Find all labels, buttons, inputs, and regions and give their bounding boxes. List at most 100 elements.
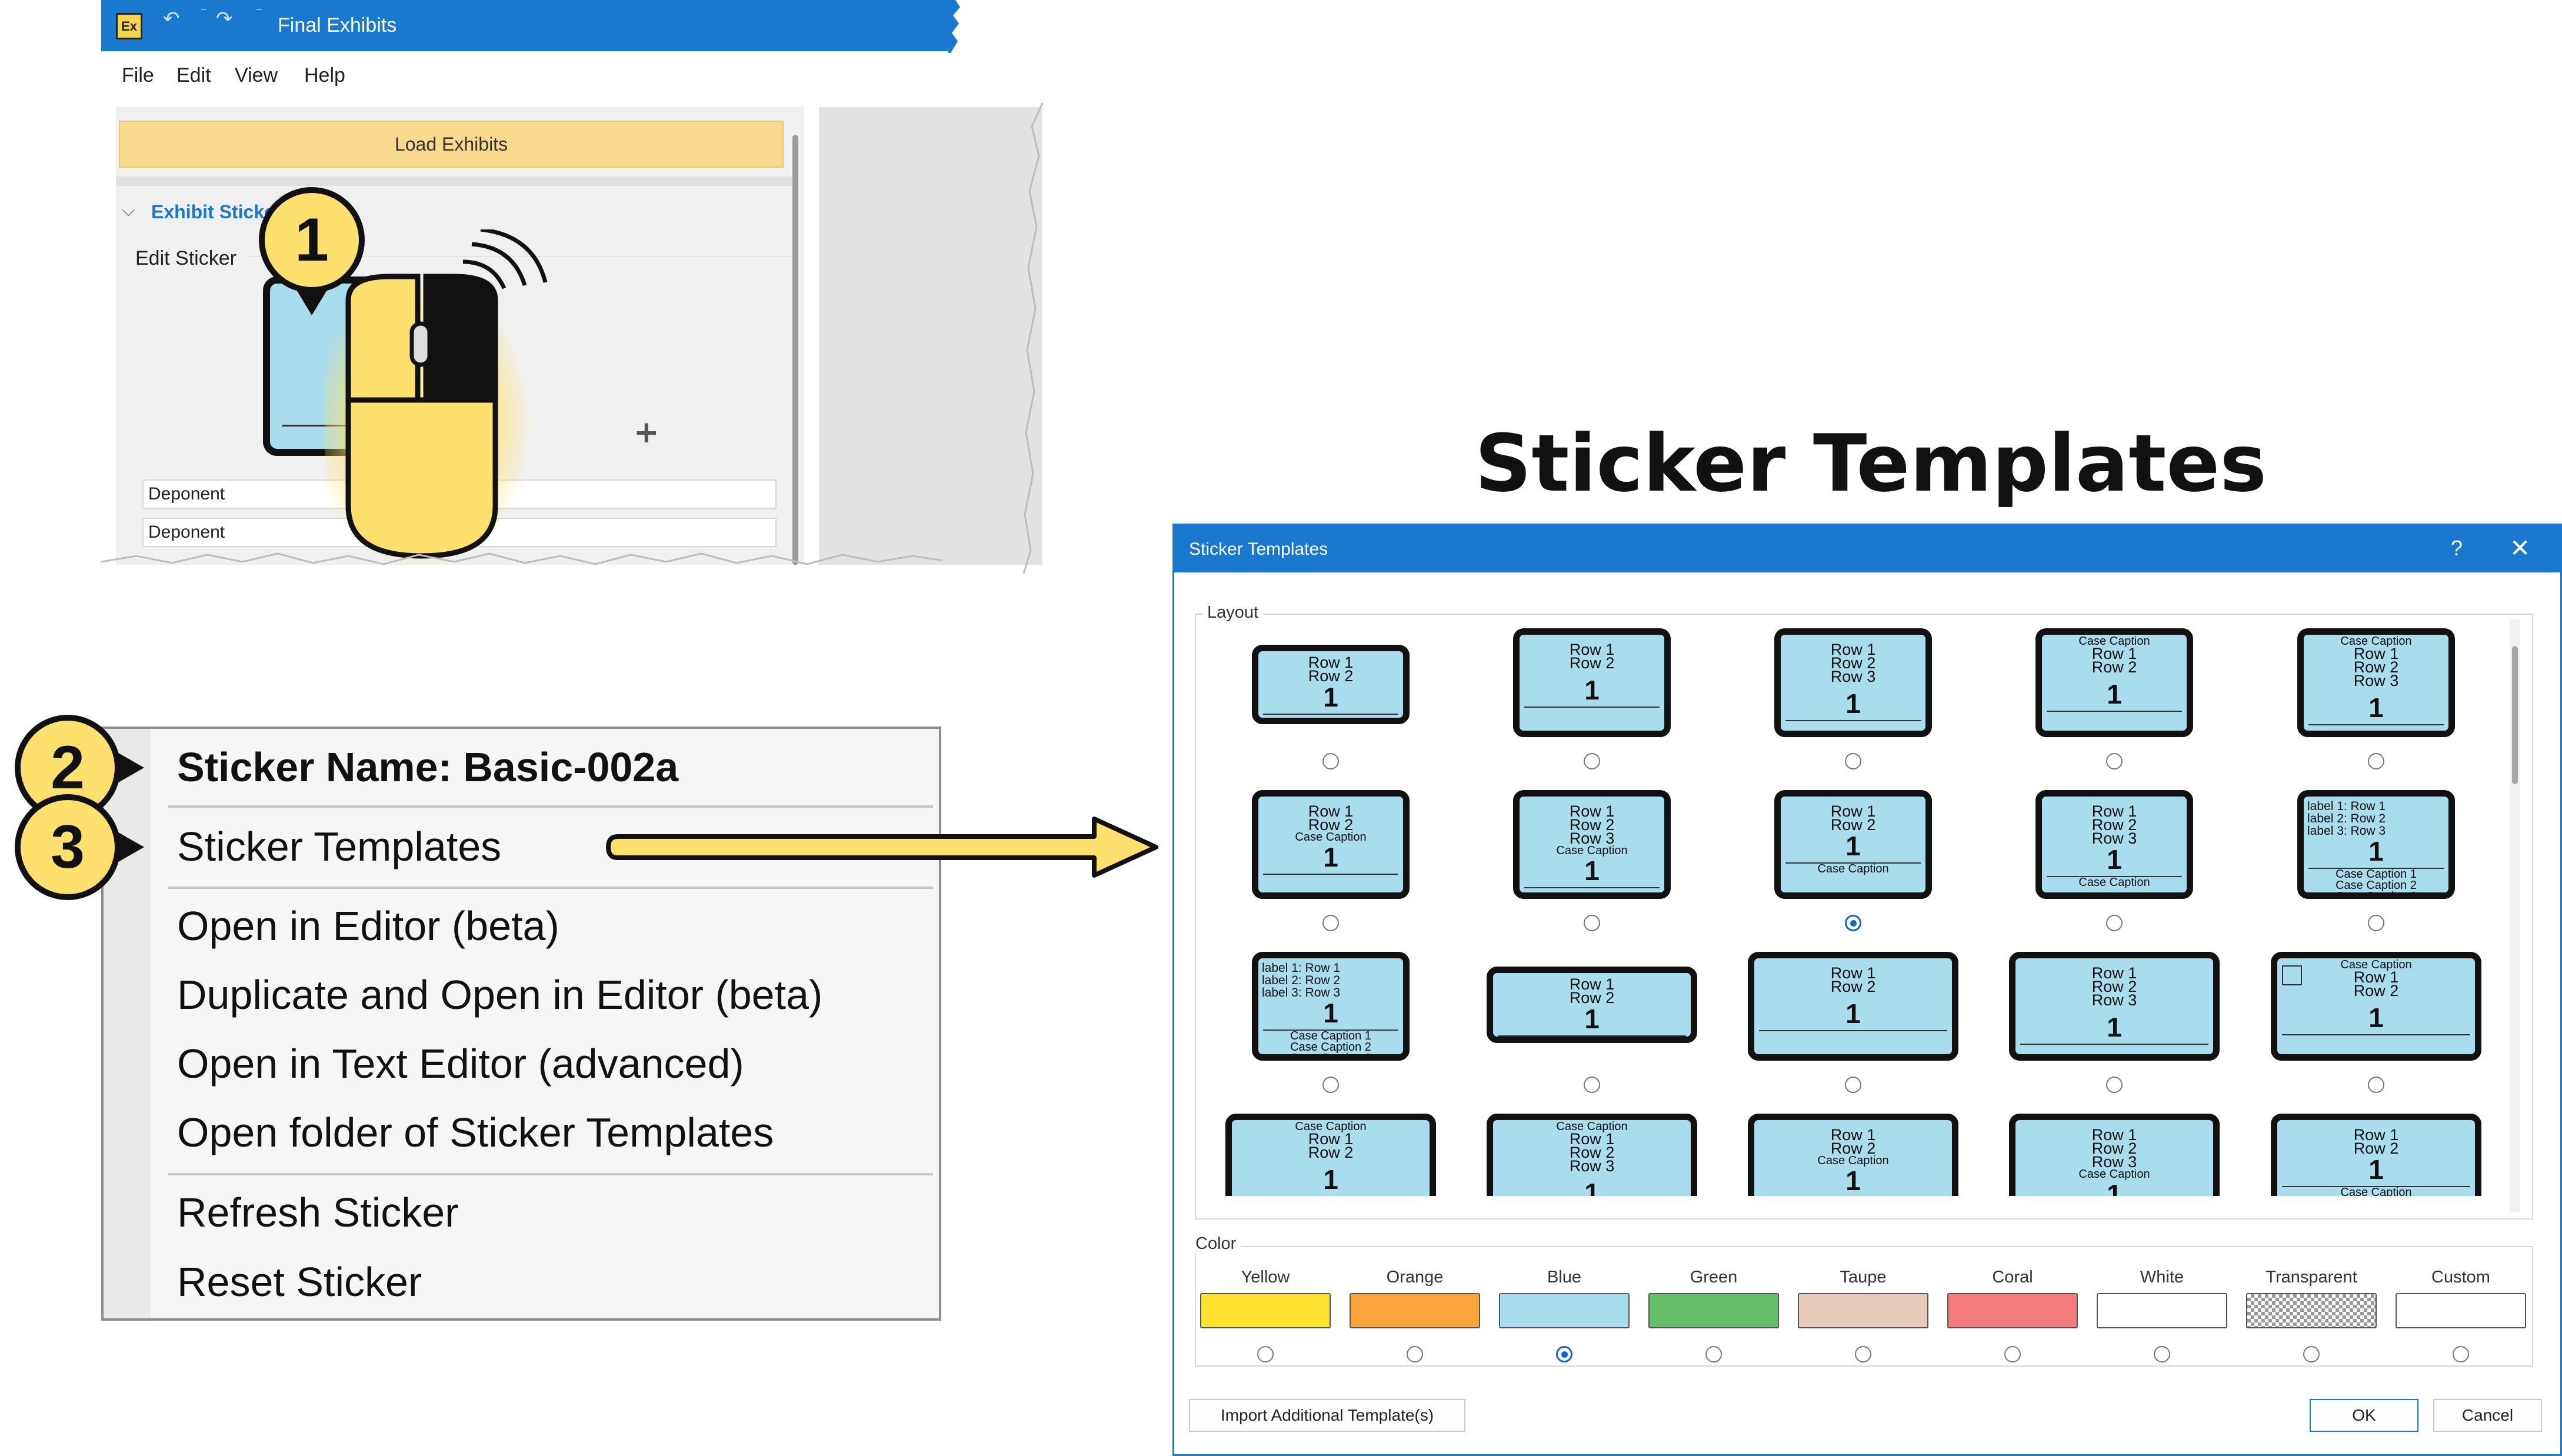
color-radio[interactable]	[1407, 1346, 1423, 1362]
menu-help[interactable]: Help	[304, 64, 345, 86]
layout-radio[interactable]	[1584, 915, 1600, 931]
layout-radio[interactable]	[2106, 915, 2123, 931]
template-number: 1	[1584, 675, 1600, 705]
color-swatch[interactable]	[2246, 1293, 2377, 1328]
layout-radio[interactable]	[1322, 915, 1339, 931]
template-row-text: Row 2	[2353, 1140, 2399, 1157]
layout-radio[interactable]	[1322, 1077, 1339, 1093]
menu-item-refresh-sticker[interactable]: Refresh Sticker	[177, 1190, 459, 1235]
color-swatch[interactable]	[2396, 1293, 2526, 1328]
close-icon[interactable]: ✕	[2510, 534, 2531, 562]
ok-button[interactable]: OK	[2310, 1399, 2418, 1432]
layout-scroll-thumb[interactable]	[2512, 646, 2518, 784]
layout-radio[interactable]	[2368, 1077, 2384, 1093]
color-group	[1195, 1246, 2533, 1367]
template-underline	[1524, 707, 1660, 708]
color-swatch[interactable]	[1200, 1293, 1331, 1328]
menu-item-open-in-editor[interactable]: Open in Editor (beta)	[177, 903, 559, 949]
redo-icon[interactable]: ↷	[216, 7, 233, 31]
menu-view[interactable]: View	[235, 64, 278, 86]
color-swatch[interactable]	[1947, 1293, 2078, 1328]
color-swatch[interactable]	[1798, 1293, 1928, 1328]
help-button[interactable]: ?	[2451, 536, 2463, 560]
menu-item-open-folder[interactable]: Open folder of Sticker Templates	[177, 1110, 774, 1155]
template-row-text: Row 2	[1830, 1140, 1876, 1157]
layout-radio[interactable]	[1584, 1077, 1600, 1093]
dialog-title-bar	[1174, 525, 2560, 572]
menu-item-sticker-templates[interactable]: Sticker Templates	[177, 824, 502, 869]
template-underline	[2282, 1034, 2470, 1035]
layout-radio[interactable]	[2368, 915, 2384, 931]
color-radio[interactable]	[1556, 1346, 1572, 1362]
color-swatch[interactable]	[1499, 1293, 1630, 1328]
layout-radio[interactable]	[2368, 753, 2384, 769]
torn-edge-bottom	[101, 552, 942, 565]
menu-item-duplicate-open-editor[interactable]: Duplicate and Open in Editor (beta)	[177, 972, 823, 1018]
template-row-text: Row 2	[1569, 989, 1615, 1007]
template-row-text: Row 1	[1830, 1126, 1876, 1144]
template-number: 1	[1584, 855, 1600, 886]
menu-edit[interactable]: Edit	[176, 64, 211, 86]
color-swatch[interactable]	[2097, 1293, 2227, 1328]
template-number: 1	[1323, 842, 1338, 872]
menu-item-reset-sticker[interactable]: Reset Sticker	[177, 1259, 422, 1305]
menu-item-open-text-editor[interactable]: Open in Text Editor (advanced)	[177, 1041, 744, 1087]
template-row-text: Row 2	[1830, 816, 1876, 834]
undo-dropdown-icon[interactable]: ⁻	[200, 4, 208, 20]
quick-access-dropdown-icon[interactable]: ⁻	[255, 4, 263, 20]
color-swatch[interactable]	[1648, 1293, 1779, 1328]
layout-radio[interactable]	[1845, 915, 1861, 931]
scrollbar[interactable]	[792, 135, 798, 565]
color-radio[interactable]	[1855, 1346, 1871, 1362]
layout-radio[interactable]	[1845, 753, 1861, 769]
layout-radio[interactable]	[1584, 753, 1600, 769]
template-row-text: Row 1	[1308, 1130, 1354, 1148]
sticker-name-header: Sticker Name: Basic-002a	[177, 744, 679, 790]
section-divider	[116, 176, 792, 186]
color-swatch[interactable]	[1350, 1293, 1480, 1328]
layout-radio[interactable]	[2106, 753, 2123, 769]
add-icon[interactable]: +	[634, 415, 659, 450]
color-radio[interactable]	[1705, 1346, 1722, 1362]
layout-radio[interactable]	[2106, 1077, 2123, 1093]
dialog-title: Sticker Templates	[1189, 539, 1328, 559]
color-radio[interactable]	[2154, 1346, 2170, 1362]
layout-radio[interactable]	[1322, 753, 1339, 769]
exhibit-stickers-section[interactable]: Exhibit Sticke	[151, 201, 275, 222]
menu-file[interactable]: File	[122, 64, 154, 86]
import-templates-button[interactable]: Import Additional Template(s)	[1189, 1399, 1465, 1432]
template-underline	[2020, 1044, 2208, 1045]
callout-1: 1	[259, 187, 365, 316]
color-radio[interactable]	[1257, 1346, 1274, 1362]
undo-icon[interactable]: ↶	[163, 7, 180, 31]
color-radio[interactable]	[2453, 1346, 2469, 1362]
cancel-button[interactable]: Cancel	[2433, 1399, 2542, 1432]
template-row-text: Row 2	[2091, 816, 2137, 834]
layout-radio[interactable]	[1845, 1077, 1861, 1093]
chevron-down-icon[interactable]: ⌵	[122, 200, 135, 221]
color-radio[interactable]	[2004, 1346, 2021, 1362]
color-name: White	[2140, 1268, 2184, 1287]
color-radio[interactable]	[2303, 1346, 2320, 1362]
load-exhibits-button[interactable]: Load Exhibits	[119, 121, 784, 168]
